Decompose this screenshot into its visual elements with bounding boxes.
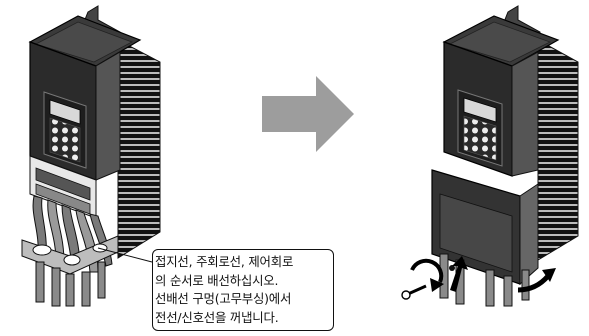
instruction-line-1: 접지선, 주회로선, 제어회로 bbox=[155, 254, 294, 269]
drive-unit-after bbox=[431, 5, 579, 307]
instruction-line-2: 의 순서로 배선하십시오. bbox=[155, 272, 279, 288]
right-arrow-icon bbox=[262, 76, 354, 152]
grommet-hole-left bbox=[32, 244, 52, 256]
screw-icon bbox=[401, 284, 427, 300]
heatsink-side bbox=[117, 39, 161, 259]
rotate-counterclockwise-icon bbox=[410, 258, 444, 292]
grommet-hole-center bbox=[63, 254, 81, 266]
drive-unit-before bbox=[21, 5, 161, 307]
up-arrow-icon bbox=[450, 256, 468, 292]
instruction-line-4: 전선/신호선을 꺼냅니다. bbox=[155, 309, 279, 325]
heatsink-side bbox=[537, 39, 579, 261]
grommet-hole-right bbox=[92, 243, 108, 253]
cables-exit bbox=[439, 253, 530, 307]
instruction-line-3: 선배선 구멍(고무부싱)에서 bbox=[155, 291, 292, 306]
display-window bbox=[463, 97, 497, 123]
cover-screw-hole bbox=[449, 265, 455, 271]
display-window bbox=[49, 99, 81, 125]
instruction-callout: 접지선, 주회로선, 제어회로 의 순서로 배선하십시오. 선배선 구멍(고무부… bbox=[152, 249, 334, 331]
callout-leader bbox=[97, 247, 153, 263]
cables-exit bbox=[35, 261, 106, 307]
curved-arrow-icon bbox=[517, 268, 556, 293]
